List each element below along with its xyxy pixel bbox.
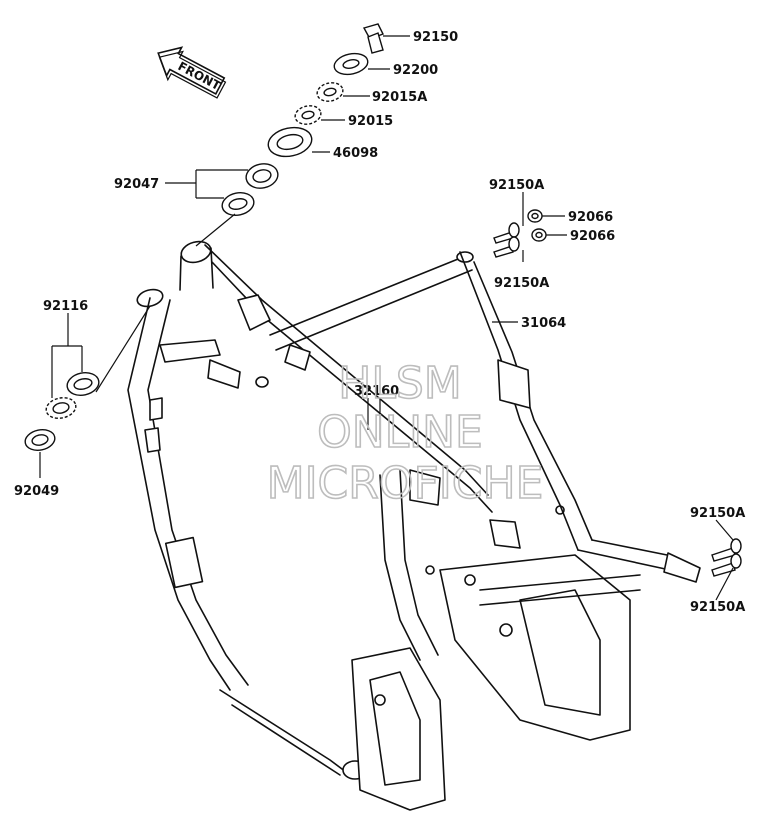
watermark-line1: HLSM bbox=[338, 358, 462, 409]
front-arrow-icon: FRONT bbox=[157, 46, 227, 99]
nut-92066-icons bbox=[527, 209, 547, 242]
race-92116-upper-icon bbox=[66, 372, 100, 396]
bolt-92150-icon bbox=[362, 23, 384, 54]
part-label-46098: 46098 bbox=[333, 146, 378, 161]
part-label-92047: 92047 bbox=[114, 177, 159, 192]
bearing-46098-icon bbox=[267, 126, 313, 158]
watermark-line3: MICROFICHE bbox=[267, 458, 544, 509]
bearing-92116-lower-icon bbox=[45, 397, 77, 419]
part-label-31064: 31064 bbox=[521, 316, 566, 331]
motorcycle-frame bbox=[127, 240, 701, 811]
part-label-92200: 92200 bbox=[393, 63, 438, 78]
leader-lines bbox=[39, 35, 734, 601]
part-label-32160: 32160 bbox=[354, 384, 399, 399]
bolt-92150A-right-icon bbox=[711, 538, 742, 577]
seal-92049-icon bbox=[24, 429, 56, 451]
nut-92015-icon bbox=[294, 105, 322, 125]
watermark: HLSM ONLINE MICROFICHE bbox=[266, 357, 544, 510]
race-92047-lower-icon bbox=[221, 192, 255, 216]
nut-92015A-icon bbox=[316, 82, 344, 102]
part-label-92015: 92015 bbox=[348, 114, 393, 129]
part-label-92150A-mid: 92150A bbox=[494, 276, 549, 291]
bolt-92150A-top-icon bbox=[493, 222, 520, 258]
part-label-92116: 92116 bbox=[43, 299, 88, 314]
part-label-92066-b: 92066 bbox=[570, 229, 615, 244]
washer-92200-icon bbox=[333, 52, 369, 76]
part-label-92150: 92150 bbox=[413, 30, 458, 45]
race-92047-upper-icon bbox=[245, 163, 279, 189]
watermark-line2: ONLINE bbox=[317, 407, 483, 458]
part-label-92066-a: 92066 bbox=[568, 210, 613, 225]
part-label-92049: 92049 bbox=[14, 484, 59, 499]
part-label-92150A-right-2: 92150A bbox=[690, 600, 745, 615]
part-label-92015A: 92015A bbox=[372, 90, 427, 105]
part-label-92150A-right-1: 92150A bbox=[690, 506, 745, 521]
part-label-92150A-top: 92150A bbox=[489, 178, 544, 193]
